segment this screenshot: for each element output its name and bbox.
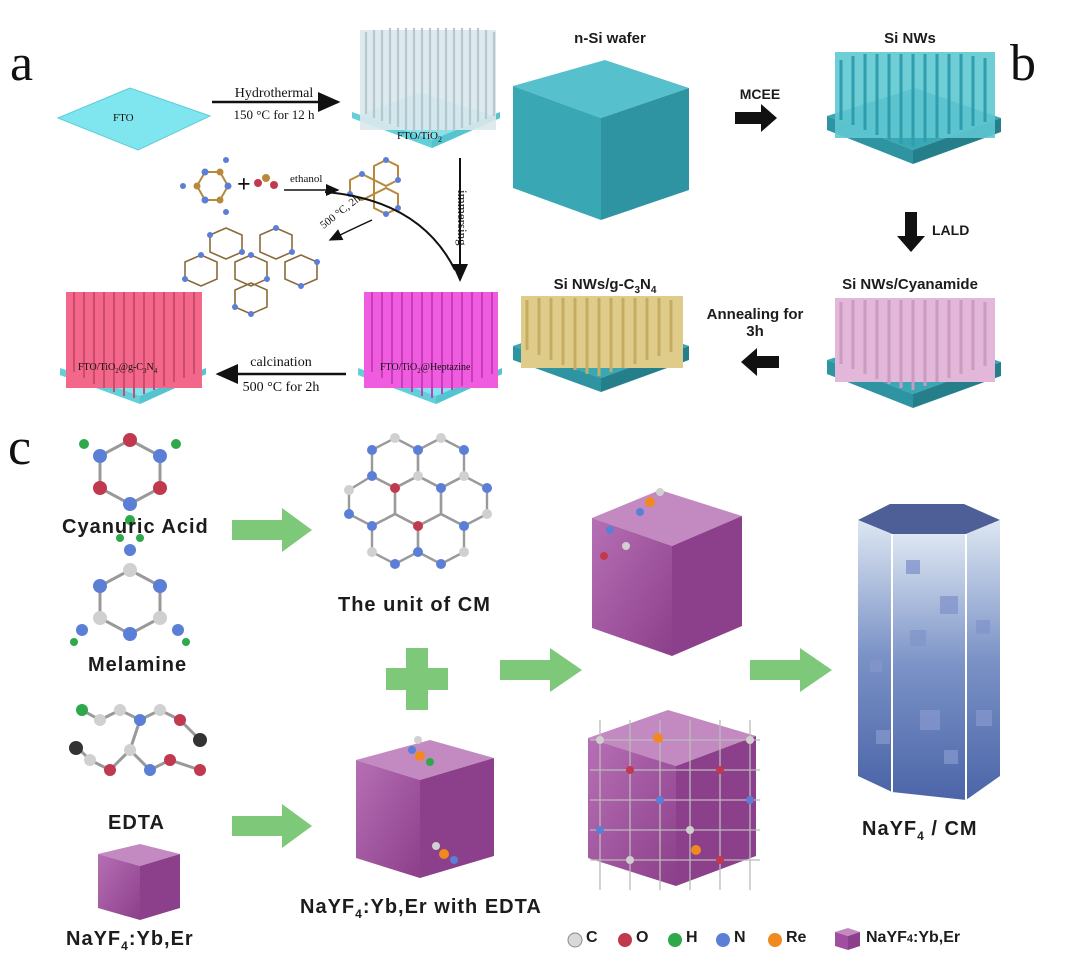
hexagonal-prism [858,504,1000,800]
panel-c-diagram [69,433,1000,950]
mcee-arrow [735,104,777,132]
panel-letter-c: c [8,419,32,476]
fto-tio2-label: FTO/TiO2 [397,130,442,145]
cube-with-complex [592,488,742,656]
cm-unit-network [347,436,489,566]
nayf4-small-cube [98,844,180,920]
melamine-label: Melamine [88,654,188,676]
legend-markers [567,928,860,950]
si-nws-teal [827,52,1001,164]
fto-substrate [56,87,212,151]
nayf4-small-label: NaYF4:Yb,Er [66,928,194,953]
panel-letter-a: a [10,35,34,92]
immersing-curve [324,191,456,271]
edta-label: EDTA [108,812,165,834]
si-nws-gcn-label: Si NWs/g-C3N4 [553,276,657,296]
legend-o: O [636,929,649,946]
edta-atoms [69,704,207,776]
cm-unit-atoms [344,433,492,569]
panel-letter-b: b [1010,35,1036,92]
cyanuric-acid-molecule [79,433,181,525]
mcee-label: MCEE [739,86,781,102]
fto-label: FTO [113,112,134,124]
green-arrows [232,508,832,848]
lald-label: LALD [932,222,970,238]
panel-a-diagram [56,28,502,404]
si-wafer-label: n-Si wafer [574,30,646,47]
legend-h: H [686,929,698,946]
gcn-pink-nanorods [60,292,206,404]
unit-cm-label: The unit of CM [338,594,491,616]
cyanuric-acid-label: Cyanuric Acid [62,516,209,538]
legend-re: Re [786,929,807,946]
cube-with-network [588,710,760,890]
legend-nayf4: NaYF4:Yb,Er [866,929,961,946]
dimer-molecule [347,157,401,217]
heptazine-network [184,227,318,315]
si-nws-cyanamide-label: Si NWs/Cyanamide [842,276,978,293]
calcination-label: calcination [250,355,312,370]
nayf4-cm-label: NaYF4 / CM [862,818,978,843]
heptazine-nanorods [358,292,502,404]
hydrothermal-condition: 150 °C for 12 h [233,107,315,122]
heat-arrow [328,219,373,241]
melamine-molecule [70,534,190,646]
plus-sign: + [237,172,251,198]
si-nws-gcn-gold [513,296,689,392]
nayf4-edta-label: NaYF4:Yb,Er with EDTA [300,896,542,921]
heptazine-label: FTO/TiO2@Heptazine [380,362,471,375]
ethanol-label: ethanol [290,173,323,185]
legend-c: C [586,929,598,946]
hydrothermal-label: Hydrothermal [234,86,314,101]
immersing-label: immersing [455,190,470,246]
nayf4-edta-cube [356,736,494,878]
si-nws-label: Si NWs [884,30,936,47]
cyanamide-molecule-small [254,174,278,189]
si-wafer-block [513,60,689,220]
big-plus [386,648,448,710]
calcination-condition: 500 °C for 2h [242,380,320,395]
legend-n: N [734,929,746,946]
melamine-molecule-small [180,157,232,215]
gcn-label: FTO/TiO2@g-C3N4 [78,362,158,375]
fto-tio2-nanorods [352,28,500,148]
annealing-arrow [741,348,779,376]
lald-arrow [897,212,925,252]
si-nws-cyanamide [827,298,1001,408]
panel-b-diagram [513,52,1001,408]
